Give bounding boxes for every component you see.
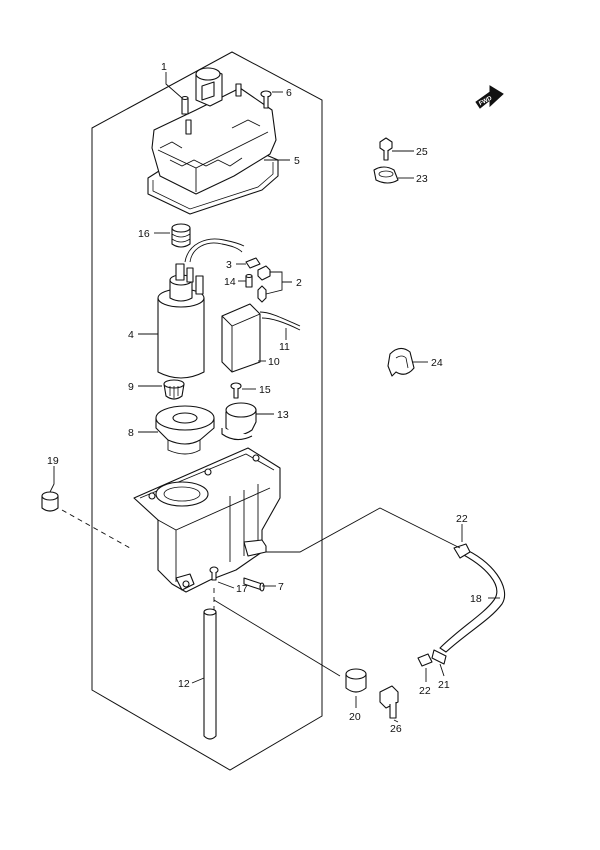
part-8-holder (155, 405, 215, 455)
callout-3: 3 (226, 259, 232, 271)
callout-16: 16 (138, 228, 150, 240)
part-7-screw (243, 577, 265, 592)
callout-1: 1 (161, 61, 167, 73)
callout-21: 21 (438, 679, 450, 691)
part-22-clip-lower (417, 653, 433, 667)
callout-4: 4 (128, 329, 134, 341)
part-10-cushion (221, 303, 261, 373)
callout-7: 7 (278, 581, 284, 593)
callout-25: 25 (416, 146, 428, 158)
callout-13: 13 (277, 409, 289, 421)
part-24-clamp (387, 347, 415, 377)
part-18-hose (439, 547, 506, 653)
fwd-arrow-icon: FWD (475, 85, 504, 109)
part-25-bolt (379, 137, 393, 161)
part-6-screw (260, 90, 272, 109)
callout-labels: 1 2 3 4 5 6 7 8 9 10 11 12 13 14 15 16 1… (47, 61, 482, 735)
callout-23: 23 (416, 173, 428, 185)
part-12-hose (203, 608, 217, 740)
part-4-fuel-pump (157, 238, 245, 379)
connection-lines (61, 507, 461, 677)
callout-19: 19 (47, 455, 59, 467)
callout-6: 6 (286, 87, 292, 99)
callout-22-upper: 22 (456, 513, 468, 525)
part-20-grommet (345, 668, 367, 693)
part-14-bolt (245, 273, 253, 288)
callout-17: 17 (236, 583, 248, 595)
callout-14: 14 (224, 276, 236, 288)
part-26-bolt (379, 685, 399, 719)
fuel-case-body (133, 447, 281, 593)
part-19-grommet (41, 491, 59, 512)
part-2-nut (257, 265, 271, 303)
callout-2: 2 (296, 277, 302, 289)
part-1-pump-cover (151, 67, 277, 195)
callout-5: 5 (294, 155, 300, 167)
part-11-wire (259, 311, 301, 331)
part-9-filter (163, 379, 185, 400)
callout-9: 9 (128, 381, 134, 393)
callout-18: 18 (470, 593, 482, 605)
part-15-screw (230, 382, 242, 399)
assembly-outline-box (91, 51, 323, 771)
part-13-regulator (221, 402, 257, 441)
part-3-terminal (245, 257, 261, 269)
callout-26: 26 (390, 723, 402, 735)
part-23-clamp (373, 166, 399, 184)
leader-lines (49, 72, 500, 723)
part-17-plug (209, 566, 219, 581)
callout-12: 12 (178, 678, 190, 690)
part-16-grommet (171, 223, 191, 248)
callout-24: 24 (431, 357, 443, 369)
callout-11: 11 (279, 341, 290, 353)
callout-15: 15 (259, 384, 271, 396)
callout-10: 10 (268, 356, 280, 368)
part-21-pipe (431, 649, 447, 665)
callout-20: 20 (349, 711, 361, 723)
callout-22-lower: 22 (419, 685, 431, 697)
callout-8: 8 (128, 427, 134, 439)
